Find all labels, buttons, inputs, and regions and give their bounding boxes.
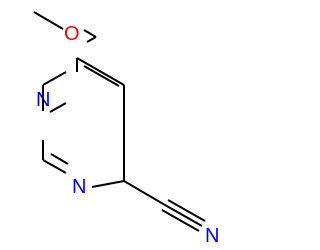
bond-n1-c2-diagonal bbox=[49, 102, 67, 113]
bond-nitrile-2 bbox=[167, 199, 206, 222]
nitrile-nitrogen-label: N bbox=[205, 225, 219, 247]
molecule-structure: O N N N bbox=[33, 11, 219, 247]
bond-oxygen-c6 bbox=[83, 29, 97, 38]
bond-ring-left bbox=[42, 71, 67, 86]
bond-oxygen-c6-stem bbox=[86, 36, 97, 43]
bond-methyl-oxygen bbox=[33, 11, 64, 30]
nitrogen-1-label: N bbox=[36, 89, 50, 111]
bonds bbox=[33, 11, 206, 232]
bond-c6-c5-inner bbox=[83, 65, 120, 87]
oxygen-label: O bbox=[64, 23, 80, 45]
bond-nitrile-3 bbox=[161, 209, 200, 232]
bond-n3-c4 bbox=[91, 180, 125, 188]
bond-c6-c5 bbox=[76, 57, 125, 86]
bond-c2-n3-inner bbox=[50, 153, 69, 165]
nitrogen-3-label: N bbox=[72, 176, 86, 198]
bond-c2-n3 bbox=[42, 159, 67, 174]
bond-c4-nitrile-carbon bbox=[123, 180, 166, 206]
bond-nitrile-1 bbox=[164, 204, 203, 227]
